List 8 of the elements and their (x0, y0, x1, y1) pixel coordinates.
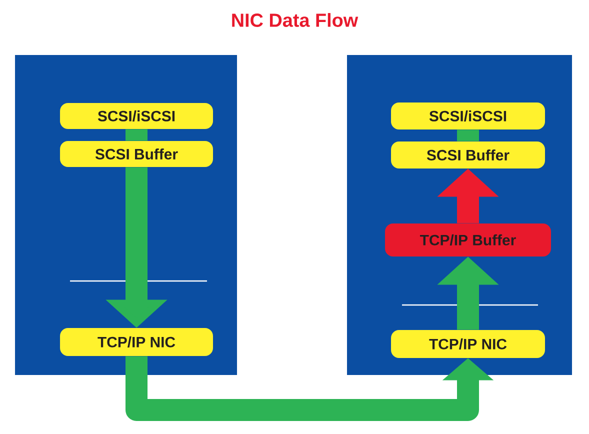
layer-box: TCP/IP NIC (391, 330, 545, 358)
layer-box: TCP/IP Buffer (385, 224, 551, 256)
layer-box: SCSI/iSCSI (391, 102, 545, 130)
layer-box: TCP/IP NIC (60, 328, 213, 356)
title: NIC Data Flow (232, 13, 358, 27)
layer-box: SCSI Buffer (391, 142, 545, 168)
layer-box: SCSI Buffer (60, 141, 213, 167)
layer-box: SCSI/iSCSI (60, 103, 213, 129)
